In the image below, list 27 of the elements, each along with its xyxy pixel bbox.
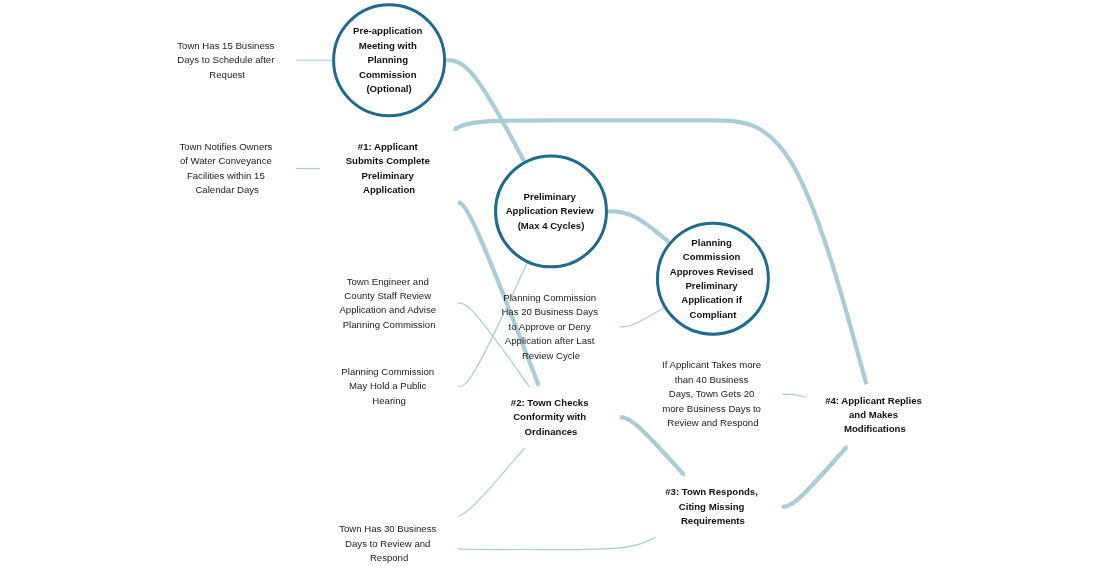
- arrow: [444, 58, 526, 163]
- arrow: [452, 118, 869, 385]
- arrow: [457, 200, 541, 388]
- connector: [781, 393, 807, 398]
- connector: [295, 167, 321, 170]
- node-text: If Applicant Takes more than 40 Business Days, Town Gets 20 more Business Days to Review and Respond: [662, 359, 762, 428]
- arrow: [781, 445, 849, 509]
- node-circle: Planning Commission Approves Revised Preliminary Application if Compliant: [655, 221, 770, 336]
- node-text: #2: Town Checks Conformity with Ordinances: [510, 397, 589, 437]
- node-text: #4: Applicant Replies and Makes Modifications: [825, 395, 922, 435]
- node-circle: Pre-application Meeting with Planning Commission (Optional): [332, 3, 447, 118]
- connector: [619, 306, 666, 328]
- node-text: #3: Town Responds, Citing Missing Requirements: [665, 486, 758, 526]
- node-text: Planning Commission May Hold a Public Hearing: [341, 366, 435, 406]
- arrow: [619, 415, 686, 477]
- node-text: #1: Applicant Submits Complete Preliminary Application: [345, 141, 430, 195]
- arrow: [606, 209, 671, 244]
- node-text: Town Engineer and County Staff Review Application and Advise Planning Commission: [339, 276, 437, 330]
- node-text: Town Has 30 Business Days to Review and Respond: [339, 523, 437, 563]
- node-text: Town Notifies Owners of Water Conveyance Facilities within 15 Calendar Days: [179, 141, 273, 195]
- node-text: Planning Commission Has 20 Business Days to Approve or Deny Application after Last Review Cycle: [501, 292, 598, 361]
- connector: [457, 447, 526, 517]
- node-circle: Preliminary Application Review (Max 4 Cycles): [494, 154, 608, 269]
- connector: [457, 261, 529, 388]
- connector: [457, 536, 656, 551]
- connector: [457, 302, 530, 388]
- node-text: Town Has 15 Business Days to Schedule after Request: [177, 40, 275, 80]
